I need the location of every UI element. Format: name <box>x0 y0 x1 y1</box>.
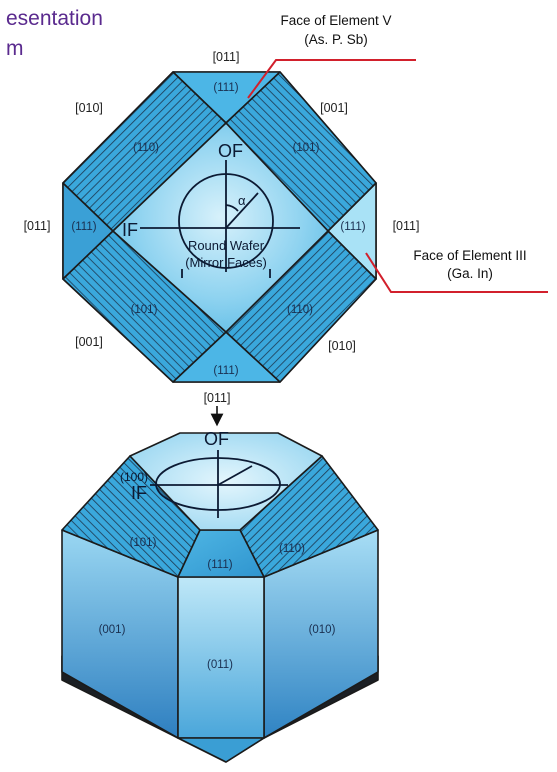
dir-top-left: [010] <box>75 101 103 115</box>
wafer-angle-line <box>225 192 259 229</box>
element-v-sub: (As. P. Sb) <box>304 32 368 47</box>
face-label-right: (111) <box>340 221 365 233</box>
top-view <box>62 71 377 383</box>
face-label-lower-right: (110) <box>287 304 313 316</box>
perspective-angle-line <box>217 465 253 486</box>
perspective-top-face-label: (100) <box>120 470 148 484</box>
dir-top: [011] <box>213 50 240 64</box>
title-line-2: m <box>6 37 24 60</box>
of-label: OF <box>218 141 243 161</box>
perspective-left-bevel-label: (101) <box>130 537 157 549</box>
perspective-of-label: OF <box>204 429 229 449</box>
face-label-upper-right: (101) <box>293 142 320 154</box>
perspective-left-side-label: (001) <box>99 624 126 636</box>
face-label-left: (111) <box>71 221 96 233</box>
dir-bottom: [011] <box>204 391 231 405</box>
face-label-top: (111) <box>213 82 238 94</box>
face-label-bottom: (111) <box>213 365 238 377</box>
wafer-label-2: (Mirror Faces) <box>185 255 267 270</box>
wafer <box>140 160 300 278</box>
face-label-lower-left: (101) <box>131 304 158 316</box>
dir-bottom-right: [010] <box>328 339 356 353</box>
element-iii-sub: (Ga. In) <box>447 266 493 281</box>
dir-top-right: [001] <box>320 101 348 115</box>
wafer-label-1: Round Wafer <box>188 238 265 253</box>
bottom-point <box>177 737 265 763</box>
dir-right: [011] <box>393 219 420 233</box>
face-label-upper-left: (110) <box>133 142 159 154</box>
alpha-arc <box>225 204 239 212</box>
element-iii-leader <box>365 252 548 293</box>
element-v-title: Face of Element V <box>280 13 391 28</box>
dir-left: [011] <box>24 219 51 233</box>
alpha-label: α <box>238 193 246 208</box>
element-v-leader <box>247 59 416 99</box>
title-line-1: esentation <box>6 7 103 30</box>
perspective-right-bevel-label: (110) <box>279 543 305 555</box>
perspective-mid-bevel-label: (111) <box>207 559 232 571</box>
perspective-view <box>61 432 379 763</box>
dir-bottom-left: [001] <box>75 335 103 349</box>
if-label: IF <box>122 220 138 240</box>
perspective-wafer <box>150 450 288 518</box>
perspective-front-side-label: (011) <box>207 659 233 671</box>
perspective-right-side-label: (010) <box>309 624 336 636</box>
element-iii-title: Face of Element III <box>413 248 526 263</box>
side-face-front <box>177 576 265 739</box>
perspective-if-label: IF <box>131 483 147 503</box>
